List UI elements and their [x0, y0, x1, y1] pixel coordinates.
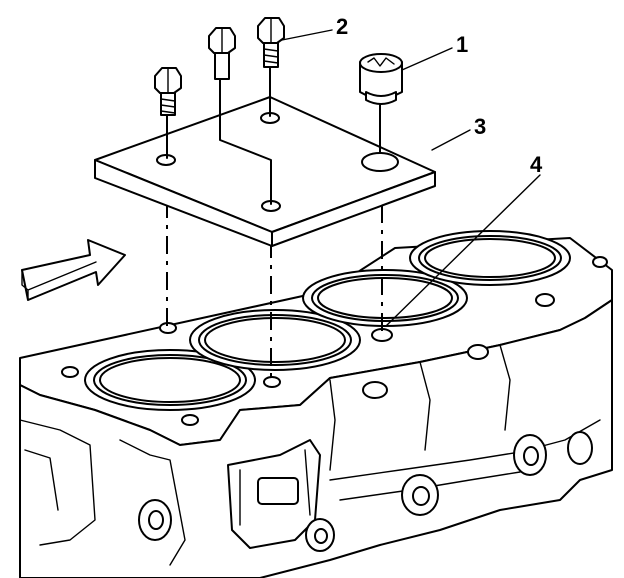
leader-4	[385, 174, 541, 327]
bolt-icon	[154, 67, 182, 116]
alignment-lines	[166, 200, 383, 380]
cylinder-bore-3	[302, 269, 468, 327]
block-boss-1-hole	[148, 510, 164, 530]
nut-icon	[359, 53, 403, 105]
block-rib-3	[24, 449, 59, 511]
engine-block	[19, 230, 613, 578]
leader-1	[401, 47, 453, 71]
fixture-plate	[94, 96, 436, 247]
cylinder-bore-2	[189, 309, 361, 371]
bracket-face	[239, 449, 311, 526]
block-rib-8	[499, 344, 511, 431]
leader-2	[281, 29, 333, 41]
callout-2: 2	[336, 14, 348, 39]
front-direction-arrow-icon	[21, 239, 126, 301]
callout-4: 4	[530, 152, 543, 177]
block-boss-5	[567, 431, 593, 465]
block-boss-4-hole	[314, 528, 328, 544]
deck-hole-6	[181, 414, 199, 426]
deck-hole-1	[61, 366, 79, 378]
bolt-shank-center	[219, 79, 272, 205]
block-rib-7	[419, 361, 431, 451]
dowel-hole-2	[263, 376, 281, 388]
plate-hole-right	[361, 152, 399, 172]
block-boss-2-hole	[412, 486, 430, 506]
plate-front-right	[271, 171, 436, 247]
callout-1: 1	[456, 32, 468, 57]
leader-3	[431, 129, 471, 151]
block-boss-3-hole	[523, 446, 539, 466]
bracket-slot	[257, 477, 299, 505]
block-rib-5	[339, 471, 521, 501]
deck-hole-2	[362, 381, 388, 399]
bolt-icon	[208, 27, 236, 80]
cylinder-bore-4	[409, 230, 571, 286]
callout-3: 3	[474, 114, 486, 139]
cylinder-bore-1	[84, 349, 256, 411]
block-rib-2	[119, 439, 186, 566]
block-rib-1	[19, 419, 96, 546]
bolt-icon	[257, 17, 285, 68]
deck-hole-4	[535, 293, 555, 307]
deck-hole-3	[467, 344, 489, 360]
block-rib-6	[329, 379, 336, 471]
deck-hole-5	[592, 256, 608, 268]
